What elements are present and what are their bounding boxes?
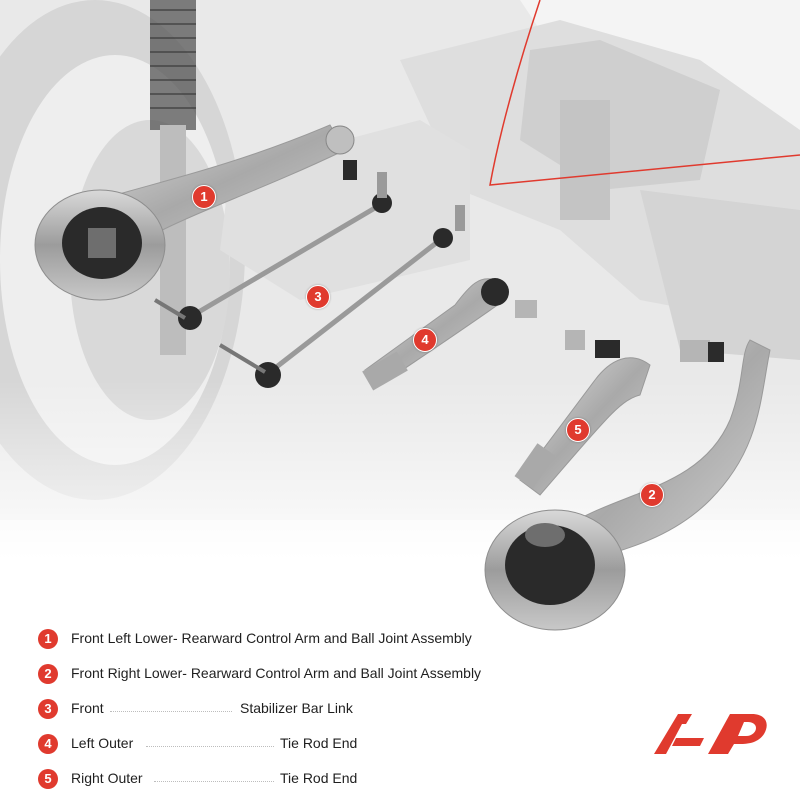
callout-1: 1 xyxy=(192,185,216,209)
callout-2: 2 xyxy=(640,483,664,507)
leader-line xyxy=(154,781,274,782)
callout-5: 5 xyxy=(566,418,590,442)
callout-4: 4 xyxy=(413,328,437,352)
legend-number-badge: 3 xyxy=(38,699,58,719)
legend-label: Front Left Lower- Rearward Control Arm a… xyxy=(71,630,472,646)
tie-rod-left-part xyxy=(362,278,537,391)
legend-part: Tie Rod End xyxy=(280,735,358,751)
legend-part: Stabilizer Bar Link xyxy=(240,700,353,716)
leader-line xyxy=(110,711,232,712)
control-arm-right-part xyxy=(484,339,771,631)
brand-logo-icon xyxy=(654,714,767,754)
legend-position: Left Outer xyxy=(71,735,134,751)
legend-row-1: 1 Front Left Lower- Rearward Control Arm… xyxy=(38,627,598,651)
legend-part: Tie Rod End xyxy=(280,770,358,786)
stabilizer-links-part xyxy=(153,172,465,388)
legend-number-badge: 2 xyxy=(38,664,58,684)
legend-row-5: 5 Right Outer Tie Rod End xyxy=(38,767,598,791)
legend-number-badge: 1 xyxy=(38,629,58,649)
callout-3: 3 xyxy=(306,285,330,309)
legend-position: Right Outer xyxy=(71,770,143,786)
leader-line xyxy=(146,746,274,747)
legend-number-badge: 4 xyxy=(38,734,58,754)
legend-label: Front Right Lower- Rearward Control Arm … xyxy=(71,665,482,681)
legend-row-4: 4 Left Outer Tie Rod End xyxy=(38,732,598,756)
legend-row-2: 2 Front Right Lower- Rearward Control Ar… xyxy=(38,662,598,686)
legend-number-badge: 5 xyxy=(38,769,58,789)
legend-position: Front xyxy=(71,700,104,716)
legend-row-3: 3 Front Stabilizer Bar Link xyxy=(38,697,598,721)
